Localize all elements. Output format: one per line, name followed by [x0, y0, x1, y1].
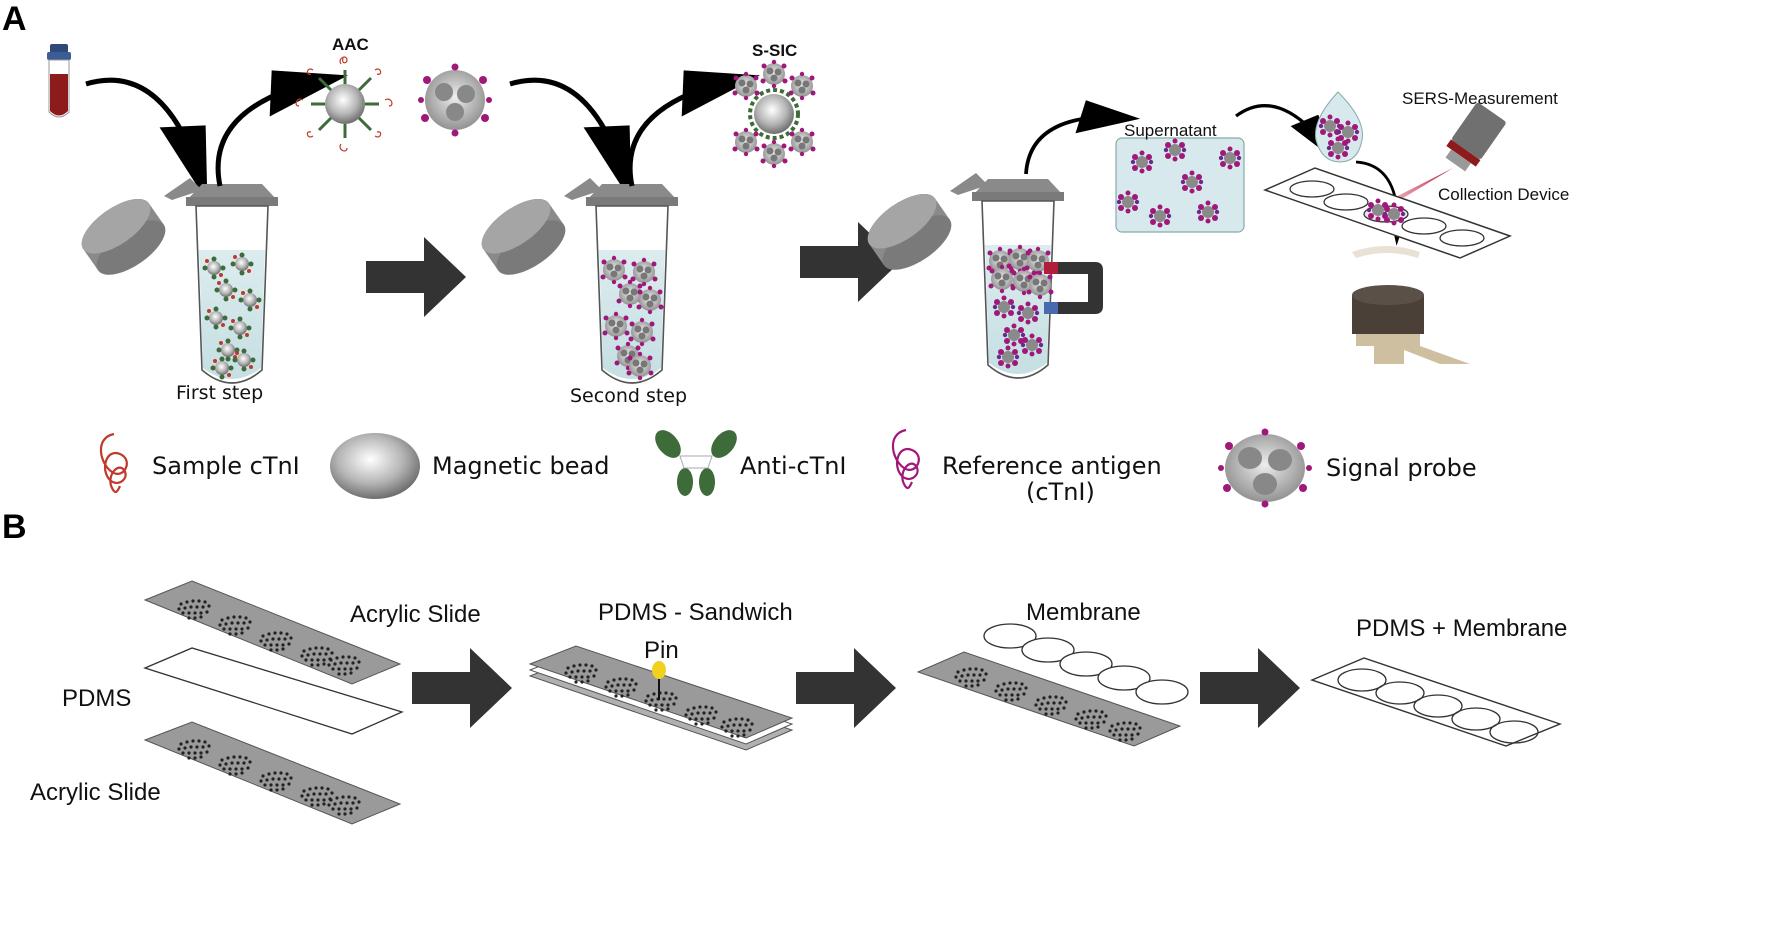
pdms-membrane-device	[1310, 657, 1563, 747]
curved-arrow-1	[70, 75, 226, 202]
pin-icon	[652, 661, 666, 700]
second-step-label: Second step	[570, 385, 687, 407]
pdms-layer	[143, 647, 404, 735]
sers-label: SERS-Measurement	[1402, 89, 1558, 108]
legend-anti-ctni-icon	[655, 430, 737, 496]
aac-label: AAC	[332, 35, 369, 54]
pdms-membrane-label: PDMS + Membrane	[1356, 615, 1567, 642]
legend-sample-ctni-icon	[99, 432, 128, 494]
acrylic-slide-bottom	[143, 721, 402, 825]
first-step-label: First step	[176, 382, 263, 404]
signal-probe-top-icon	[418, 63, 492, 137]
pin-label: Pin	[644, 637, 679, 664]
tube-magnetic-separation	[858, 173, 1065, 379]
collection-device-label: Collection Device	[1438, 185, 1569, 204]
pdms-sandwich-label: PDMS - Sandwich	[598, 599, 793, 626]
legend-reference-antigen-icon	[891, 428, 920, 490]
panel-a-letter: A	[2, 0, 27, 38]
panel-b-letter: B	[2, 508, 27, 546]
supernatant-label: Supernatant	[1124, 121, 1217, 140]
pdms-sandwich	[528, 645, 794, 751]
block-arrow-b1	[412, 648, 512, 728]
legend-magnetic-bead-icon	[330, 433, 420, 499]
membrane-label: Membrane	[1026, 599, 1141, 626]
membrane-assembly	[916, 623, 1189, 747]
ssic-label: S-SIC	[752, 41, 797, 60]
acrylic-slide-top-label: Acrylic Slide	[350, 601, 481, 628]
blood-vial-icon	[47, 44, 71, 118]
microscope-objective-icon	[1352, 246, 1470, 364]
legend-reference-antigen-ctni: (cTnI)	[1026, 478, 1095, 506]
acrylic-slide-top	[143, 580, 402, 685]
acrylic-slide-bottom-label: Acrylic Slide	[30, 779, 161, 806]
droplet-icon	[1314, 91, 1363, 163]
ssic-complex-icon	[732, 59, 816, 169]
block-arrow-b3	[1200, 648, 1300, 728]
legend-anti-ctni: Anti-cTnI	[740, 452, 847, 480]
tube-first-step	[72, 178, 279, 384]
legend-reference-antigen: Reference antigen	[942, 452, 1162, 480]
legend-sample-ctni: Sample cTnI	[152, 452, 300, 480]
legend-magnetic-bead: Magnetic bead	[432, 452, 609, 480]
legend-signal-probe: Signal probe	[1326, 454, 1477, 482]
legend-signal-probe-icon	[1218, 428, 1312, 508]
pdms-label: PDMS	[62, 685, 131, 712]
collection-device-icon	[1262, 167, 1513, 259]
block-arrow-b2	[796, 648, 896, 728]
block-arrow-a1	[366, 237, 466, 317]
aac-complex-icon	[295, 56, 393, 152]
tube-second-step	[472, 178, 679, 384]
curved-arrow-3	[494, 75, 650, 202]
magnet-icon	[1044, 262, 1103, 314]
supernatant-box	[1115, 137, 1245, 233]
